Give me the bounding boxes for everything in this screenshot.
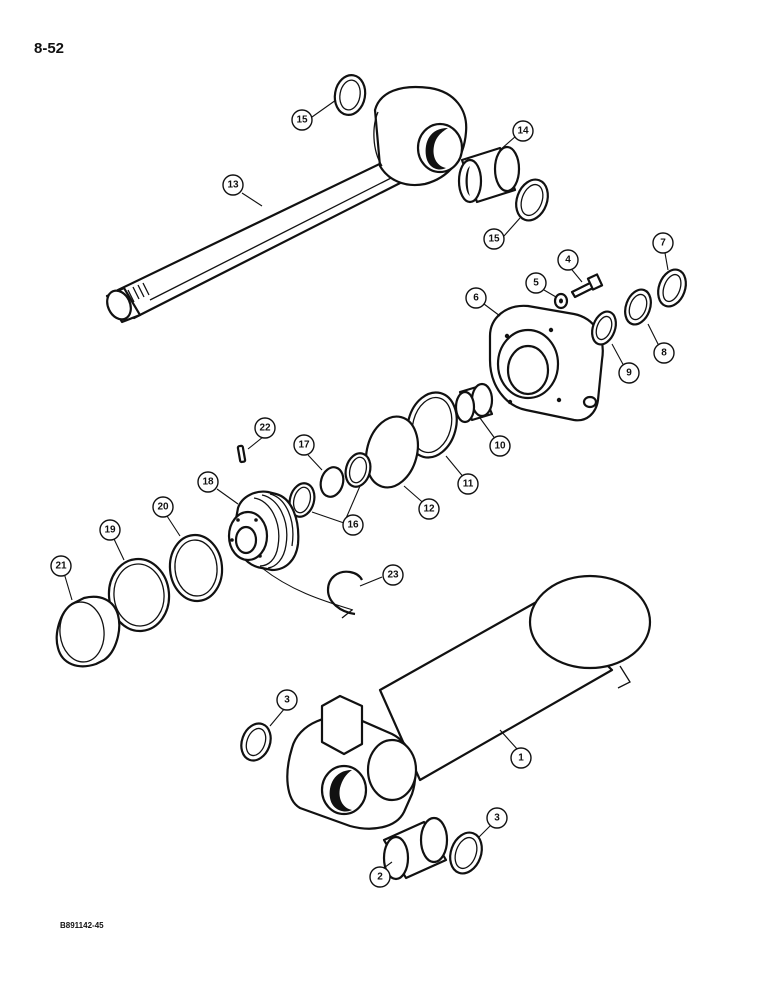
rod-assembly	[105, 85, 468, 324]
callout-3b: 3	[486, 807, 508, 829]
washer-5	[553, 292, 569, 310]
seal-ring-3-left	[240, 722, 272, 762]
wear-ring-20	[168, 533, 224, 603]
callout-label: 8	[661, 348, 667, 359]
callout-label: 2	[377, 872, 383, 883]
bushing-2	[382, 816, 449, 881]
callout-15b: 15	[483, 228, 505, 250]
seal-16-left	[288, 482, 316, 518]
o-ring-17	[319, 466, 345, 498]
backup-ring-11	[406, 391, 458, 459]
callout-label: 15	[296, 115, 308, 126]
callout-1: 1	[510, 747, 532, 769]
barrel-1	[286, 574, 652, 830]
callout-19: 19	[99, 519, 121, 541]
callout-label: 15	[488, 234, 500, 245]
callout-label: 14	[517, 126, 529, 137]
callout-16: 16	[342, 514, 364, 536]
callout-label: 22	[259, 423, 271, 434]
callout-label: 1	[518, 753, 524, 764]
figure-code: B891142-45	[60, 921, 104, 930]
callout-22: 22	[254, 417, 276, 439]
seal-ring-15-bottom	[515, 178, 549, 222]
callout-4: 4	[557, 249, 579, 271]
seal-16-right	[344, 452, 372, 488]
callout-2: 2	[369, 866, 391, 888]
seal-ring-3-right	[449, 831, 483, 875]
bushing-14	[457, 145, 521, 204]
callout-label: 4	[565, 255, 571, 266]
callout-6: 6	[465, 287, 487, 309]
callout-label: 10	[494, 441, 506, 452]
piston-seal-19	[107, 557, 171, 633]
callout-label: 19	[104, 525, 116, 536]
bushing-10	[454, 382, 494, 424]
callout-label: 11	[463, 479, 474, 490]
callout-label: 6	[473, 293, 479, 304]
callout-label: 9	[626, 368, 632, 379]
callout-13: 13	[222, 174, 244, 196]
snap-ring-23	[326, 570, 363, 619]
callout-18: 18	[197, 471, 219, 493]
callout-20: 20	[152, 496, 174, 518]
callout-label: 21	[55, 561, 67, 572]
o-ring-12	[365, 415, 419, 489]
callout-label: 12	[423, 504, 435, 515]
callout-17: 17	[293, 434, 315, 456]
wear-ring-21	[55, 595, 121, 668]
piston-18	[227, 490, 300, 572]
seal-ring-15-top	[333, 74, 367, 116]
callout-label: 5	[533, 278, 539, 289]
callout-label: 16	[347, 520, 359, 531]
callout-10: 10	[489, 435, 511, 457]
callout-7: 7	[652, 232, 674, 254]
backup-ring-9	[591, 310, 617, 346]
callout-label: 23	[387, 570, 399, 581]
callout-14: 14	[512, 120, 534, 142]
callout-label: 3	[494, 813, 500, 824]
bolt-4	[570, 273, 604, 299]
callout-label: 3	[284, 695, 290, 706]
rod-seal-8	[624, 288, 652, 326]
page-number: 8-52	[34, 40, 65, 57]
callout-label: 18	[202, 477, 214, 488]
callout-15a: 15	[291, 109, 313, 131]
callout-9: 9	[618, 362, 640, 384]
callout-label: 20	[157, 502, 169, 513]
callout-11: 11	[457, 473, 479, 495]
callout-8: 8	[653, 342, 675, 364]
callout-label: 17	[298, 440, 310, 451]
callout-3a: 3	[276, 689, 298, 711]
wiper-seal-7	[657, 268, 687, 308]
callout-12: 12	[418, 498, 440, 520]
callout-23: 23	[382, 564, 404, 586]
callout-5: 5	[525, 272, 547, 294]
callout-label: 7	[660, 238, 666, 249]
callout-21: 21	[50, 555, 72, 577]
callout-label: 13	[227, 180, 239, 191]
spring-pin-22	[236, 444, 247, 464]
cylinder-head-6	[488, 304, 604, 422]
